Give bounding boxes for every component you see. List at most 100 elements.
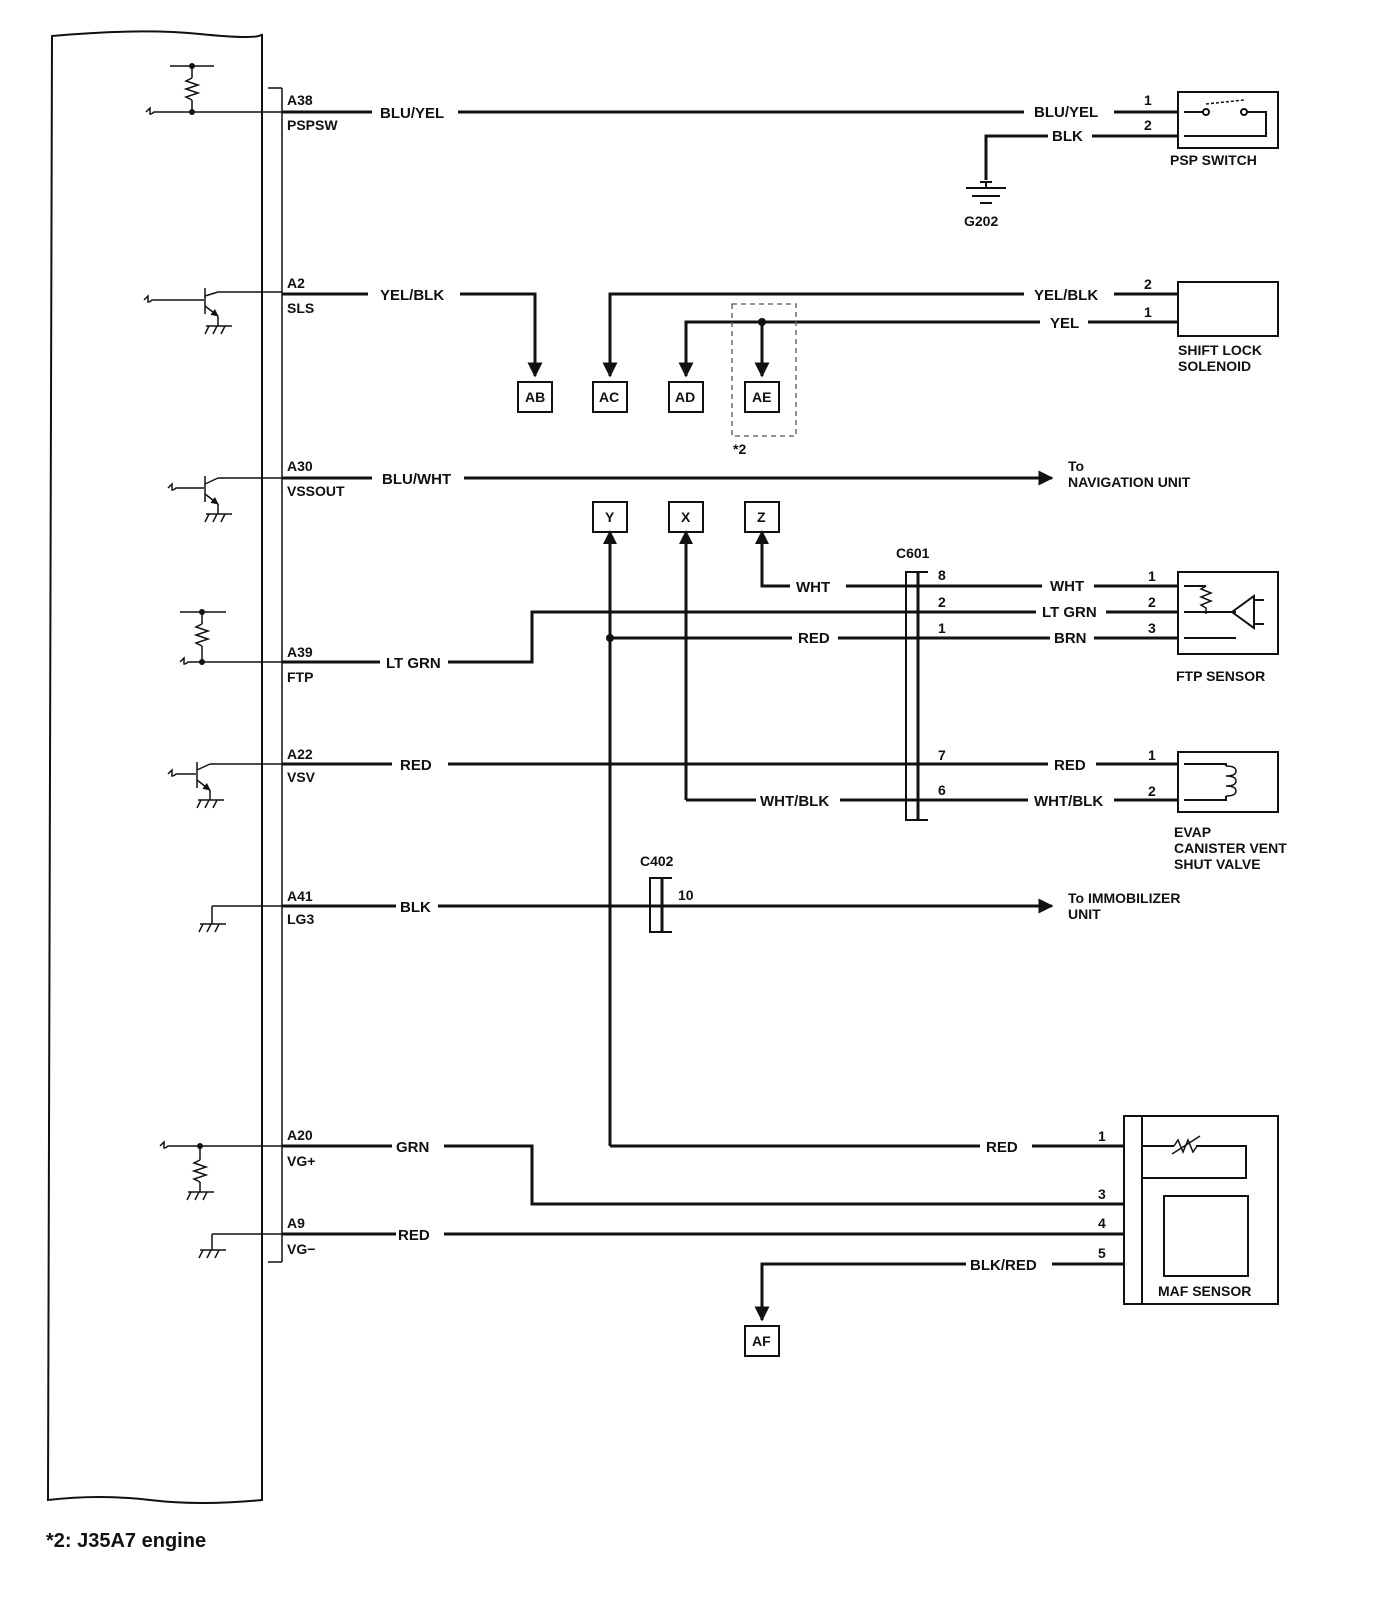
evap-valve-label: EVAP: [1174, 824, 1211, 840]
connector-c402-label: C402: [640, 853, 674, 869]
wire-color-label: BLK: [400, 899, 431, 916]
ecm-internal-pulldown-a20: [159, 1140, 282, 1201]
pin-a38-name: PSPSW: [287, 117, 338, 133]
wire-color-label: RED: [400, 757, 432, 774]
wire-color-label: BLU/YEL: [1034, 104, 1098, 121]
connector-c601-label: C601: [896, 545, 930, 561]
note-marker-star2: *2: [733, 441, 746, 457]
terminal-number: 2: [1144, 117, 1152, 133]
evap-valve-label: SHUT VALVE: [1174, 856, 1261, 872]
wire-color-label: BLK: [1052, 128, 1083, 145]
ftp-sensor-label: FTP SENSOR: [1176, 668, 1265, 684]
wire-color-label: WHT: [1050, 578, 1084, 595]
pin-a2: A2: [287, 275, 305, 291]
terminal-number: 5: [1098, 1245, 1106, 1261]
evap-valve-symbol: [1177, 751, 1279, 813]
wire-color-label: BLU/WHT: [382, 471, 451, 488]
wire-color-label: RED: [398, 1227, 430, 1244]
pin-a20: A20: [287, 1127, 313, 1143]
terminal-number: 2: [1144, 276, 1152, 292]
navigation-unit-label: To: [1068, 458, 1084, 474]
pin-a22-name: VSV: [287, 769, 316, 785]
shift-lock-solenoid-symbol: [1177, 281, 1279, 337]
offpage-label-ac: AC: [599, 389, 619, 405]
terminal-number: 4: [1098, 1215, 1106, 1231]
ecm-internal-transistor-a22: [167, 762, 282, 809]
wire-color-label: WHT/BLK: [760, 793, 829, 810]
wire-color-label: WHT/BLK: [1034, 793, 1103, 810]
terminal-number: 6: [938, 782, 946, 798]
terminal-number: 3: [1098, 1186, 1106, 1202]
navigation-unit-label: NAVIGATION UNIT: [1068, 474, 1191, 490]
offpage-connector-af: [744, 1325, 780, 1357]
offpage-label-y: Y: [605, 509, 615, 525]
ecm-internal-pullup-a39: [179, 609, 282, 665]
pin-a9: A9: [287, 1215, 305, 1231]
pin-a2-name: SLS: [287, 300, 314, 316]
maf-sensor-label: MAF SENSOR: [1158, 1283, 1251, 1299]
pin-a41: A41: [287, 888, 313, 904]
offpage-label-ab: AB: [525, 389, 545, 405]
pin-a41-name: LG3: [287, 911, 314, 927]
immobilizer-unit-label: To IMMOBILIZER: [1068, 890, 1181, 906]
terminal-number: 3: [1148, 620, 1156, 636]
ecm-internal-pullup-a38: [145, 63, 282, 115]
ecm-internal-ground-a41: [198, 905, 282, 933]
pin-a22: A22: [287, 746, 313, 762]
offpage-label-z: Z: [757, 509, 766, 525]
circuit-vsv: [282, 762, 1184, 802]
terminal-number: 2: [938, 594, 946, 610]
wire-color-label: YEL: [1050, 315, 1079, 332]
terminal-number: 1: [1144, 304, 1152, 320]
pin-a30-name: VSSOUT: [287, 483, 345, 499]
pin-a39-name: FTP: [287, 669, 313, 685]
wire-color-label: LT GRN: [386, 655, 441, 672]
wire-color-label: YEL/BLK: [1034, 287, 1098, 304]
offpage-label-x: X: [681, 509, 691, 525]
terminal-number: 2: [1148, 783, 1156, 799]
offpage-connector-ae: [744, 381, 780, 413]
wire-color-label: BRN: [1054, 630, 1087, 647]
offpage-connector-x: [668, 501, 704, 533]
offpage-label-ae: AE: [752, 389, 771, 405]
circuit-ftp: [282, 536, 1184, 1146]
shift-lock-solenoid-label: SOLENOID: [1178, 358, 1251, 374]
pin-a9-name: VG−: [287, 1241, 315, 1257]
wire-color-label: LT GRN: [1042, 604, 1097, 621]
ground-g202-label: G202: [964, 213, 998, 229]
circuit-sls: [282, 292, 1184, 437]
terminal-number: 2: [1148, 594, 1156, 610]
pin-a39: A39: [287, 644, 313, 660]
offpage-label-af: AF: [752, 1333, 771, 1349]
psp-switch-symbol: [1177, 91, 1279, 149]
ecm-internal-transistor-a30: [167, 476, 282, 523]
offpage-connector-ac: [592, 381, 628, 413]
maf-sensor-symbol: [1123, 1115, 1279, 1305]
wire-color-label: RED: [798, 630, 830, 647]
terminal-number: 1: [1098, 1128, 1106, 1144]
wire-color-label: BLK/RED: [970, 1257, 1037, 1274]
terminal-number: 1: [938, 620, 946, 636]
offpage-connector-z: [744, 501, 780, 533]
terminal-number: 1: [1148, 568, 1156, 584]
pin-a30: A30: [287, 458, 313, 474]
terminal-number: 7: [938, 747, 946, 763]
psp-switch-label: PSP SWITCH: [1170, 152, 1257, 168]
wire-color-label: WHT: [796, 579, 830, 596]
terminal-number: 10: [678, 887, 694, 903]
terminal-number: 8: [938, 567, 946, 583]
circuit-pspsw: [282, 110, 1184, 204]
pin-a38: A38: [287, 92, 313, 108]
terminal-number: 1: [1148, 747, 1156, 763]
offpage-connector-ab: [517, 381, 553, 413]
evap-valve-label: CANISTER VENT: [1174, 840, 1287, 856]
ftp-sensor-symbol: [1177, 571, 1279, 655]
terminal-number: 1: [1144, 92, 1152, 108]
offpage-connector-ad: [668, 381, 704, 413]
wire-color-label: BLU/YEL: [380, 105, 444, 122]
offpage-label-ad: AD: [675, 389, 695, 405]
pin-a20-name: VG+: [287, 1153, 315, 1169]
ecm-internal-transistor-a2: [143, 288, 282, 335]
wire-color-label: RED: [1054, 757, 1086, 774]
